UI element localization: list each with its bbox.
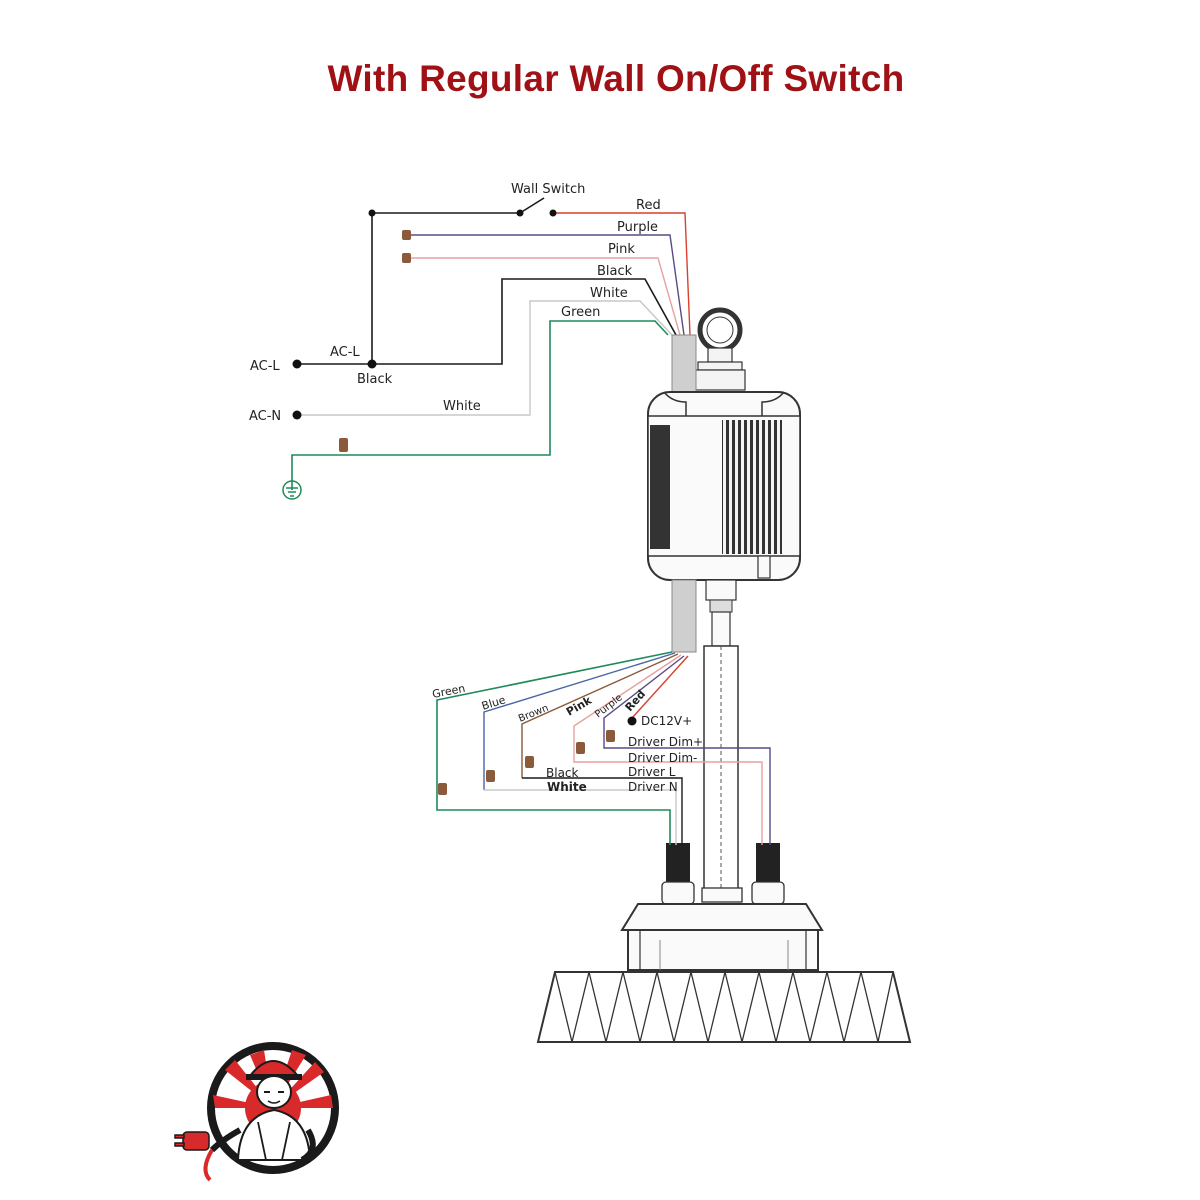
fixture-drawing <box>536 307 912 1043</box>
bottom-wiring: Green Blue Brown Pink Purple Red DC12V+ … <box>431 651 771 845</box>
wire-pink-bottom <box>573 654 763 845</box>
wire-white-top <box>297 300 673 416</box>
wire-white-bottom <box>484 789 677 845</box>
label-blue-bottom: Blue <box>480 693 507 713</box>
label-white-bottom: White <box>547 780 587 794</box>
wire-purple-bottom <box>603 655 771 845</box>
label-ac-l: AC-L <box>250 359 280 374</box>
terminal-ac-n <box>292 410 302 420</box>
label-black-top: Black <box>597 264 633 279</box>
junction-ac-l <box>367 359 377 369</box>
eye-bolt-icon <box>694 307 746 391</box>
label-driver-dim-minus: Driver Dim- <box>628 751 697 765</box>
wire-red-top <box>553 212 691 336</box>
switch-contact-right <box>549 209 557 217</box>
switch-contact-left <box>516 209 524 217</box>
label-ac-n-white: White <box>443 399 481 414</box>
label-green-top: Green <box>561 305 600 320</box>
terminal-dc12v <box>627 716 637 726</box>
wire-green-bottom <box>436 651 673 845</box>
top-wiring: Wall Switch Red Purple Pink Black White … <box>249 182 691 500</box>
wire-black-top <box>372 278 677 365</box>
label-brown-bottom: Brown <box>517 703 550 725</box>
label-driver-dim-plus: Driver Dim+ <box>628 735 703 749</box>
label-green-bottom: Green <box>431 682 466 701</box>
label-ac-l-black: Black <box>357 372 393 387</box>
label-black-bottom: Black <box>546 766 579 780</box>
label-white-top: White <box>590 286 628 301</box>
wire-blue-bottom <box>483 652 676 790</box>
label-pink-top: Pink <box>608 242 635 257</box>
diagram-title: With Regular Wall On/Off Switch <box>327 58 905 99</box>
label-ac-n: AC-N <box>249 409 281 424</box>
wire-green-top <box>291 320 669 490</box>
driver-housing <box>647 391 801 581</box>
label-purple-top: Purple <box>617 220 658 235</box>
wire-brown-bottom <box>521 653 679 778</box>
junction-switch-top <box>368 209 376 217</box>
wire-nut-icon <box>438 730 615 795</box>
label-red-top: Red <box>636 198 661 213</box>
label-dc12v: DC12V+ <box>641 714 692 728</box>
wire-nut-icon <box>339 230 411 452</box>
electrician-mascot-logo-icon <box>174 1042 339 1182</box>
wire-black-bottom <box>522 777 683 845</box>
label-ac-l-wire: AC-L <box>330 345 360 360</box>
label-driver-l: Driver L <box>628 765 676 779</box>
cable-bottom <box>671 579 697 653</box>
label-driver-n: Driver N <box>628 780 678 794</box>
lamp-body <box>536 903 912 1043</box>
wire-purple-top <box>408 234 685 336</box>
switch-lever <box>519 197 545 214</box>
wire-pink-top <box>408 257 681 336</box>
label-wall-switch: Wall Switch <box>511 182 585 197</box>
terminal-ac-l <box>292 359 302 369</box>
ground-symbol-icon <box>282 480 302 500</box>
wire-red-bottom <box>631 655 689 719</box>
cable-top <box>671 334 697 396</box>
